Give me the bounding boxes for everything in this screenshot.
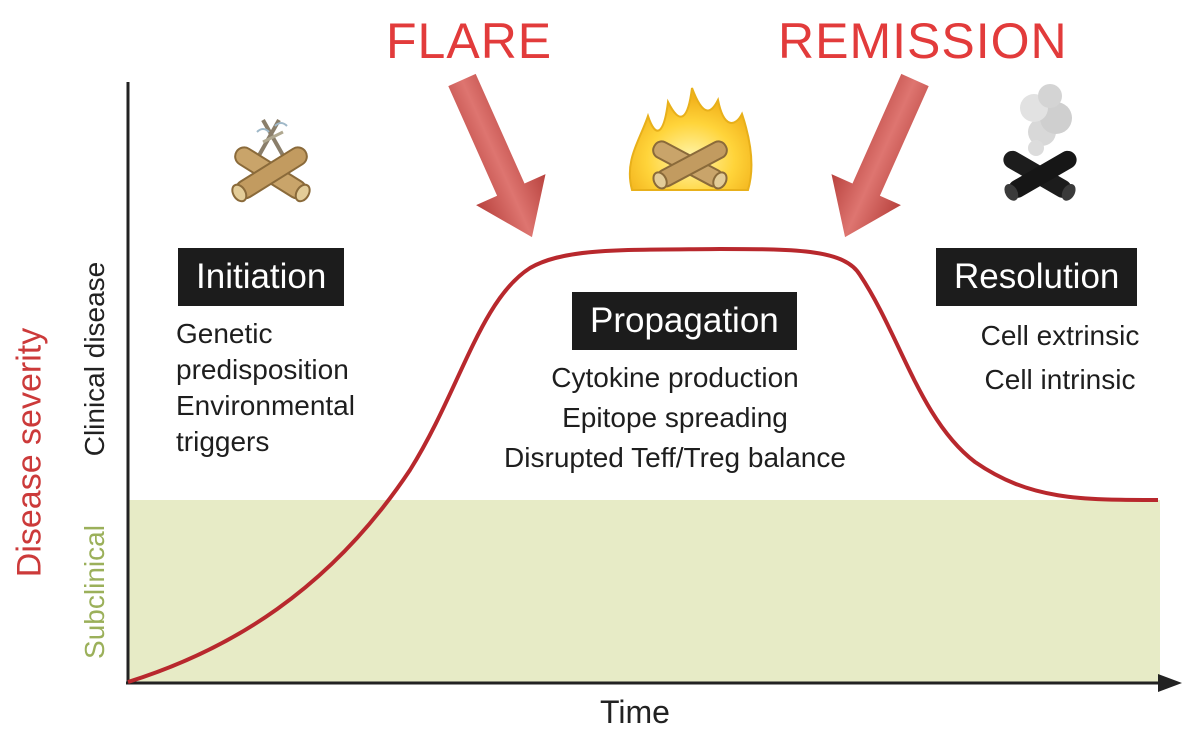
initiation-title: Initiation [178,248,345,306]
propagation-title: Propagation [572,292,797,350]
initiation-line: triggers [176,426,270,457]
unlit-logs-icon [231,119,311,203]
subclinical-zone [128,500,1160,682]
down-arrow-icon [448,73,546,238]
propagation-description: Cytokine production Epitope spreading Di… [440,358,910,478]
clinical-disease-label: Clinical disease [79,261,110,457]
smoking-charred-logs-icon [1003,84,1077,201]
resolution-description: Cell extrinsic Cell intrinsic [940,314,1180,402]
propagation-line: Epitope spreading [562,402,788,433]
x-axis-label: Time [600,694,670,730]
flare-label: FLARE [386,13,553,69]
down-arrow-icon [831,73,929,238]
propagation-line: Disrupted Teff/Treg balance [504,442,846,473]
burning-campfire-icon [628,87,753,191]
propagation-line: Cytokine production [551,362,799,393]
initiation-line: Genetic [176,318,273,349]
x-axis-arrowhead [1158,674,1182,692]
disease-severity-curve [127,246,1159,684]
resolution-title: Resolution [936,248,1138,306]
y-axis-label: Disease severity [10,327,49,578]
resolution-line: Cell extrinsic [980,320,1140,351]
initiation-line: predisposition [176,354,349,385]
subclinical-label: Subclinical [79,525,110,659]
initiation-description: Genetic predisposition Environmental tri… [176,316,355,460]
remission-label: REMISSION [778,13,1068,69]
resolution-line: Cell intrinsic [984,364,1136,395]
initiation-line: Environmental [176,390,355,421]
